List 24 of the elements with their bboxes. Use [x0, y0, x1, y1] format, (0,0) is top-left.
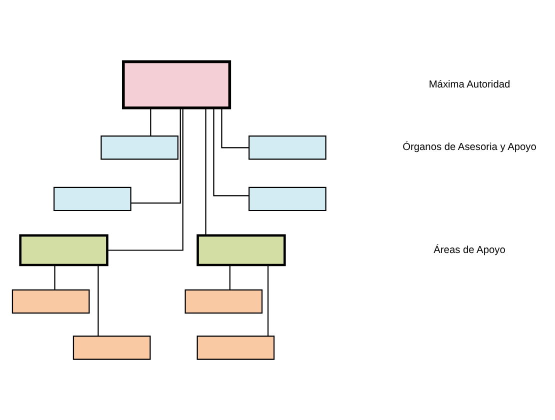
node-box: [122, 60, 232, 109]
node-box: [100, 135, 178, 160]
connector: [98, 264, 99, 336]
label: Máxima Autoridad: [428, 78, 510, 90]
connector: [131, 108, 181, 204]
connector: [205, 108, 206, 235]
node-box: [196, 335, 275, 360]
connector: [213, 108, 249, 196]
node-box: [19, 234, 108, 266]
node-box: [248, 186, 326, 211]
label: Áreas de Apoyo: [434, 244, 506, 256]
connector: [150, 108, 152, 136]
node-box: [54, 186, 132, 211]
connector: [267, 264, 269, 336]
node-box: [12, 288, 90, 314]
connector: [107, 108, 184, 250]
node-box: [248, 135, 326, 160]
connector: [221, 108, 249, 148]
node-box: [72, 335, 151, 360]
label: Órganos de Asesoria y Apoyo: [402, 142, 536, 153]
node-box: [196, 234, 286, 266]
connector: [229, 264, 230, 290]
node-box: [184, 288, 263, 314]
connector: [54, 264, 56, 290]
